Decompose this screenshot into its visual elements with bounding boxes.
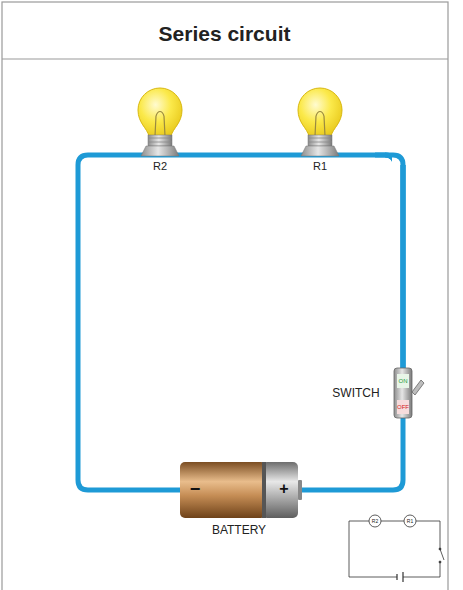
terminal-sign: − <box>190 480 201 498</box>
switch-symbol <box>394 368 412 418</box>
bulb-label: R1 <box>313 161 327 172</box>
diagram-title: Series circuit <box>0 22 449 46</box>
bulb-label: R2 <box>153 161 167 172</box>
schematic-inset <box>349 515 444 582</box>
switch-state: ON <box>399 378 408 384</box>
battery-label: BATTERY <box>212 524 266 536</box>
bulb <box>138 88 182 156</box>
terminal-sign: + <box>279 481 288 497</box>
switch-label: SWITCH <box>332 387 379 399</box>
switch-state: OFF <box>397 404 409 410</box>
schematic-label: R1 <box>407 519 413 524</box>
bulb <box>298 88 342 156</box>
battery-symbol <box>180 462 266 518</box>
schematic-label: R2 <box>372 519 378 524</box>
